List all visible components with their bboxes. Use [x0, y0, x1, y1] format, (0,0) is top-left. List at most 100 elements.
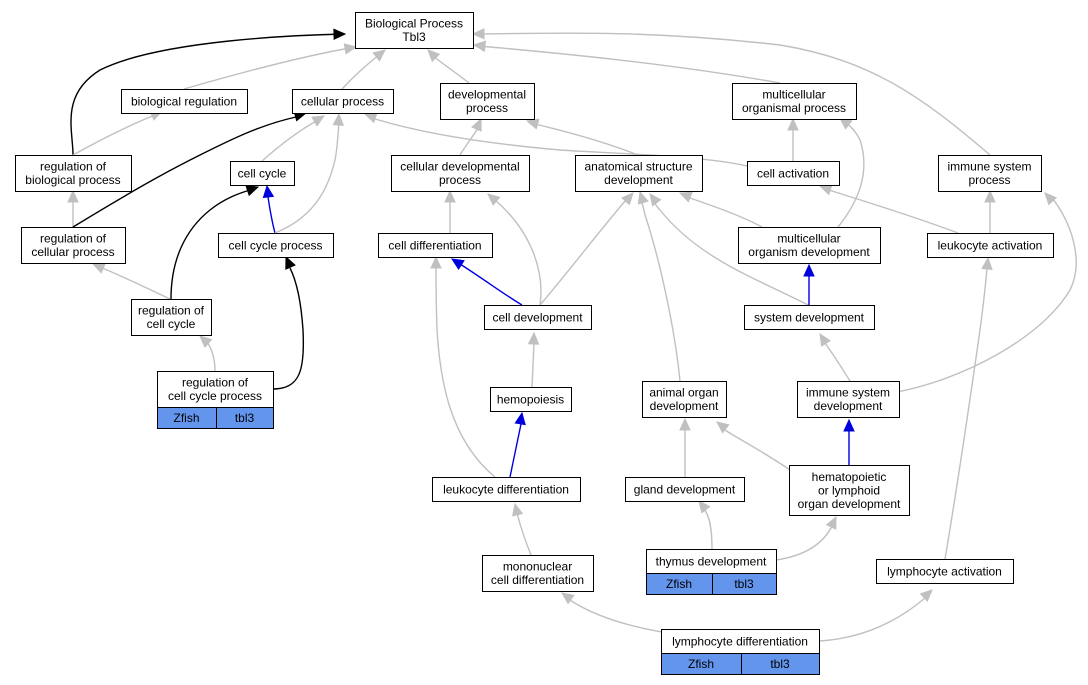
- gene-tag-cell[interactable]: [712, 573, 777, 595]
- edge-arrowhead: [984, 189, 996, 203]
- edge-gray-27: [818, 184, 959, 234]
- term-node-ccp[interactable]: cell cycle process: [218, 233, 334, 258]
- edge-line: [274, 122, 340, 234]
- edge-arrowhead: [91, 262, 106, 274]
- term-label: regulation of: [40, 232, 107, 246]
- term-node-cd[interactable]: cell differentiation: [378, 233, 493, 258]
- edge-arrowhead: [818, 184, 833, 196]
- edge-line: [435, 267, 496, 478]
- term-label: animal organ: [649, 386, 718, 400]
- edge-line: [516, 512, 532, 556]
- edge-black-19: [170, 185, 260, 300]
- edge-gray-31: [527, 331, 540, 388]
- term-label: organismal process: [742, 101, 846, 115]
- gene-tag-cell[interactable]: [741, 653, 820, 675]
- edge-arrowhead: [285, 255, 296, 270]
- edge-arrowhead: [981, 256, 993, 270]
- term-node-breg[interactable]: biological regulation: [121, 89, 248, 114]
- edge-arrowhead: [527, 331, 540, 345]
- term-box: [292, 89, 394, 114]
- edge-gray-45: [818, 589, 933, 642]
- term-label: leukocyte differentiation: [443, 482, 569, 496]
- edge-line: [72, 116, 297, 228]
- term-label: multicellular: [762, 88, 825, 102]
- edge-blue-38: [843, 418, 855, 465]
- term-box: [732, 83, 857, 120]
- term-node-sd[interactable]: system development: [744, 305, 875, 330]
- edge-arrowhead: [787, 117, 799, 131]
- term-box: [747, 161, 840, 186]
- term-box: [230, 161, 295, 186]
- term-node-gd[interactable]: gland development: [625, 477, 745, 502]
- edge-line: [702, 507, 713, 550]
- edge-arrowhead: [843, 418, 855, 432]
- edge-gray-6: [72, 110, 164, 156]
- term-node-lyact[interactable]: lymphocyte activation: [876, 559, 1014, 584]
- gene-tag-cell[interactable]: [216, 407, 274, 429]
- term-node-ld[interactable]: leukocyte differentiation: [432, 477, 581, 502]
- edge-line: [101, 267, 171, 300]
- term-label: process: [968, 173, 1010, 187]
- edge-arrowhead: [372, 49, 386, 62]
- edge-gray-24: [649, 193, 809, 306]
- term-node-cdev[interactable]: cell development: [484, 305, 592, 330]
- edge-line: [689, 197, 763, 228]
- edge-line: [531, 342, 535, 388]
- edge-black-29: [272, 255, 305, 390]
- edge-blue-35: [509, 411, 526, 478]
- edge-arrowhead: [262, 184, 275, 199]
- term-label: mononuclear: [503, 560, 572, 574]
- term-box: [121, 89, 248, 114]
- term-box: [482, 555, 594, 592]
- edge-gray-4: [472, 40, 781, 84]
- edge-arrowhead: [427, 49, 441, 63]
- edge-line: [944, 267, 988, 560]
- edge-arrowhead: [561, 592, 575, 605]
- edge-arrowhead: [621, 192, 634, 206]
- term-label: lymphocyte activation: [887, 564, 1002, 578]
- term-box: [642, 381, 727, 418]
- edge-arrowhead: [199, 335, 213, 348]
- term-node-la[interactable]: leukocyte activation: [927, 233, 1054, 258]
- edge-gray-5: [471, 28, 991, 156]
- term-label: lymphocyte differentiation: [672, 634, 808, 648]
- edge-gray-36: [430, 255, 496, 478]
- edge-arrowhead: [67, 189, 79, 203]
- edge-gray-22: [539, 192, 634, 306]
- term-label: system development: [754, 310, 865, 324]
- term-label: organism development: [748, 245, 870, 259]
- term-box: [131, 299, 212, 336]
- edge-arrowhead: [471, 117, 482, 132]
- edge-line: [724, 429, 801, 478]
- term-label: cell cycle process: [228, 238, 322, 252]
- term-node-cc[interactable]: cell cycle: [230, 161, 295, 186]
- term-label: immune system: [806, 386, 890, 400]
- term-node-hemo[interactable]: hemopoiesis: [490, 387, 572, 412]
- edge-arrowhead: [803, 263, 815, 277]
- term-box: [927, 233, 1054, 258]
- edge-arrowhead: [1044, 192, 1058, 206]
- term-label: or lymphoid: [818, 483, 880, 497]
- term-label: cell activation: [757, 166, 829, 180]
- term-node-ca[interactable]: cell activation: [747, 161, 840, 186]
- edge-arrowhead: [311, 115, 326, 127]
- term-node-cp[interactable]: cellular process: [292, 89, 394, 114]
- edge-gray-34: [896, 192, 1077, 393]
